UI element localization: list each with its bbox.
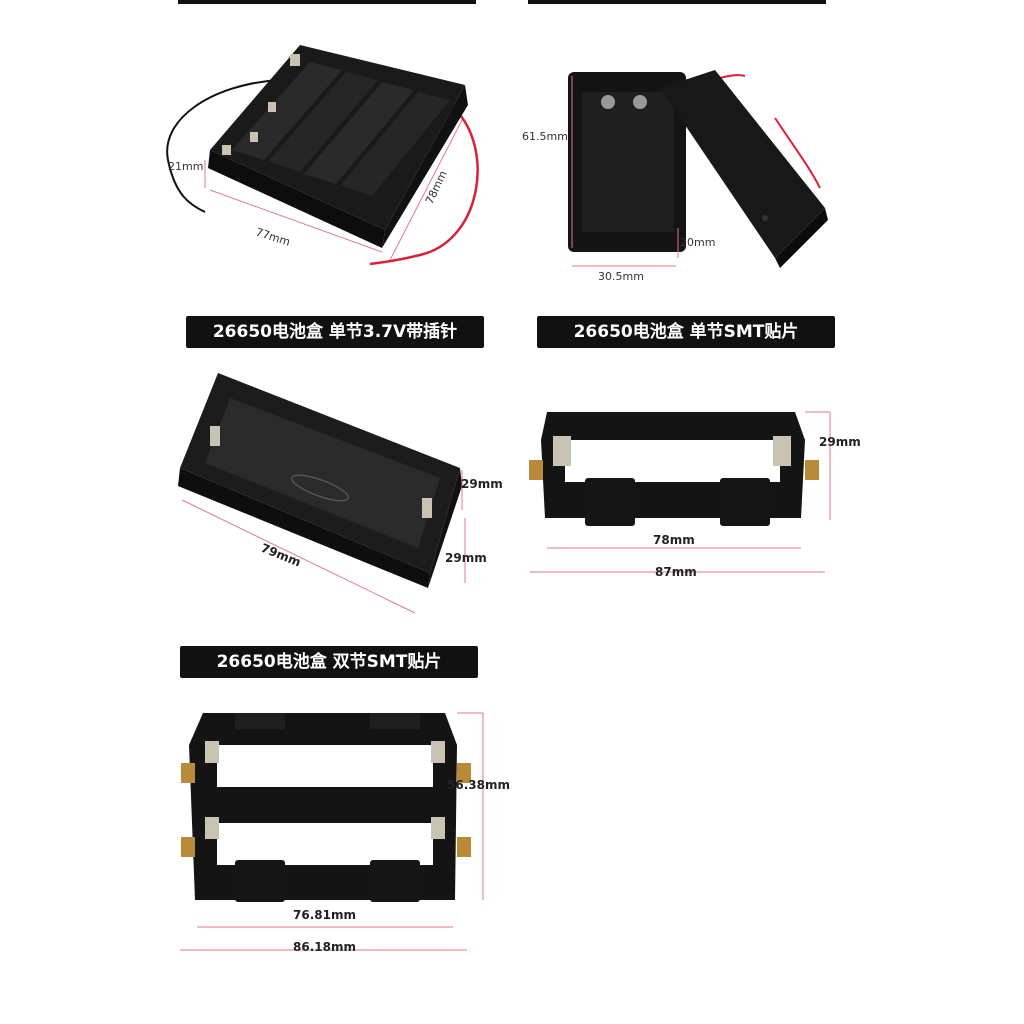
- quad-holder-drawing: 21mm 77mm 78mm: [166, 45, 479, 266]
- double-smt-holder-drawing: 56.38mm 76.81mm 86.18mm: [180, 712, 510, 954]
- label-single-pin: 26650电池盒 单节3.7V带插针: [186, 316, 484, 348]
- double-smt-outer-label: 86.18mm: [293, 940, 356, 954]
- label-single-smt: 26650电池盒 单节SMT贴片: [537, 316, 835, 348]
- single-pin-holder-drawing: 79mm 29mm 29mm: [178, 373, 503, 614]
- single-pin-height2-label: 29mm: [445, 551, 487, 565]
- single-smt-inner-label: 78mm: [653, 533, 695, 547]
- covered-box-image: 61.5mm 30.5mm 20mm: [520, 58, 840, 290]
- double-smt-inner-label: 76.81mm: [293, 908, 356, 922]
- quad-holder-image: 21mm 77mm 78mm: [150, 10, 490, 275]
- covered-depth-label: 20mm: [680, 236, 715, 249]
- covered-height-label: 61.5mm: [522, 130, 568, 143]
- single-smt-outer-label: 87mm: [655, 565, 697, 579]
- single-pin-height1-label: 29mm: [461, 477, 503, 491]
- label-double-smt: 26650电池盒 双节SMT贴片: [180, 646, 478, 678]
- covered-width-label: 30.5mm: [598, 270, 644, 283]
- single-smt-height-label: 29mm: [819, 435, 861, 449]
- single-smt-holder-drawing: 29mm 78mm 87mm: [529, 411, 861, 579]
- double-smt-height-label: 56.38mm: [447, 778, 510, 792]
- single-pin-length-label: 79mm: [259, 541, 303, 570]
- covered-box-drawing: 61.5mm 30.5mm 20mm: [522, 70, 828, 283]
- top-label-bar-right: [528, 0, 826, 4]
- single-pin-holder-image: 79mm 29mm 29mm: [160, 368, 505, 618]
- quad-length-label: 77mm: [254, 225, 292, 248]
- top-label-bar-left: [178, 0, 476, 4]
- single-smt-holder-image: 29mm 78mm 87mm: [525, 400, 865, 590]
- quad-height-label: 21mm: [168, 160, 203, 173]
- double-smt-holder-image: 56.38mm 76.81mm 86.18mm: [175, 705, 515, 955]
